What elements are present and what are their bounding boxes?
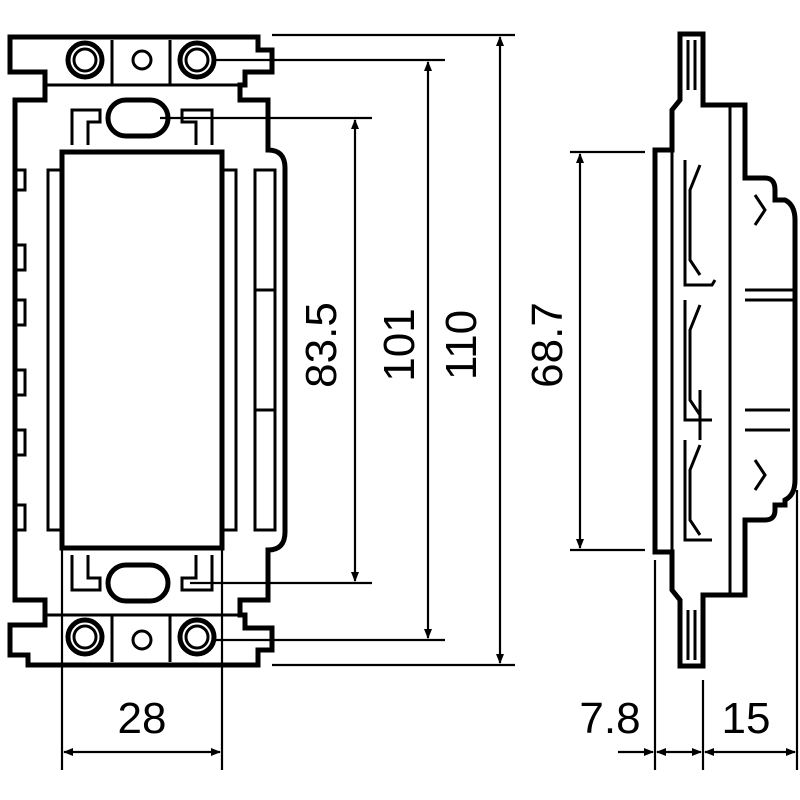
extension-lines-83-5: [160, 116, 372, 585]
extension-lines-101: [215, 58, 445, 642]
top-band: [45, 40, 240, 87]
dimension-label-28: 28: [118, 694, 167, 743]
screw-head: [184, 624, 210, 650]
screw-bottom-right-icon: [177, 617, 217, 657]
clip-bottom: [70, 555, 214, 592]
front-view: [7, 34, 288, 668]
extension-lines-28: [60, 550, 224, 770]
hole-bottom: [131, 629, 153, 651]
front-dimensions: 83.5 101 110 28: [60, 33, 515, 770]
screw-bottom-left-icon: [65, 617, 105, 657]
extension-lines-110: [272, 33, 515, 667]
side-internals: [670, 40, 795, 660]
side-rails: [15, 168, 277, 532]
screw-head: [72, 624, 98, 650]
bottom-band: [45, 613, 240, 662]
dimension-label-83-5: 83.5: [297, 302, 346, 388]
clip-top: [70, 108, 214, 145]
screw-top-left-icon: [65, 40, 105, 80]
screw-top-right-icon: [177, 40, 217, 80]
hole-top: [131, 49, 153, 71]
screw-head: [72, 47, 98, 73]
side-view: [652, 31, 798, 669]
side-plate-outline: [652, 31, 798, 669]
extension-lines-depth: [653, 490, 799, 770]
switch-body: [59, 149, 225, 551]
dimension-label-68-7: 68.7: [523, 302, 572, 388]
slot-bottom: [105, 562, 171, 604]
dimension-label-101: 101: [375, 308, 424, 381]
slot-top: [105, 97, 171, 139]
side-dimensions: 68.7 7.8 15: [523, 150, 799, 770]
dimension-label-110: 110: [437, 310, 486, 380]
dimension-label-7-8: 7.8: [579, 694, 640, 743]
screw-head: [184, 47, 210, 73]
mounting-frame-outline: [7, 34, 288, 668]
extension-lines-68-7: [570, 150, 645, 552]
dimension-label-15: 15: [722, 694, 771, 743]
